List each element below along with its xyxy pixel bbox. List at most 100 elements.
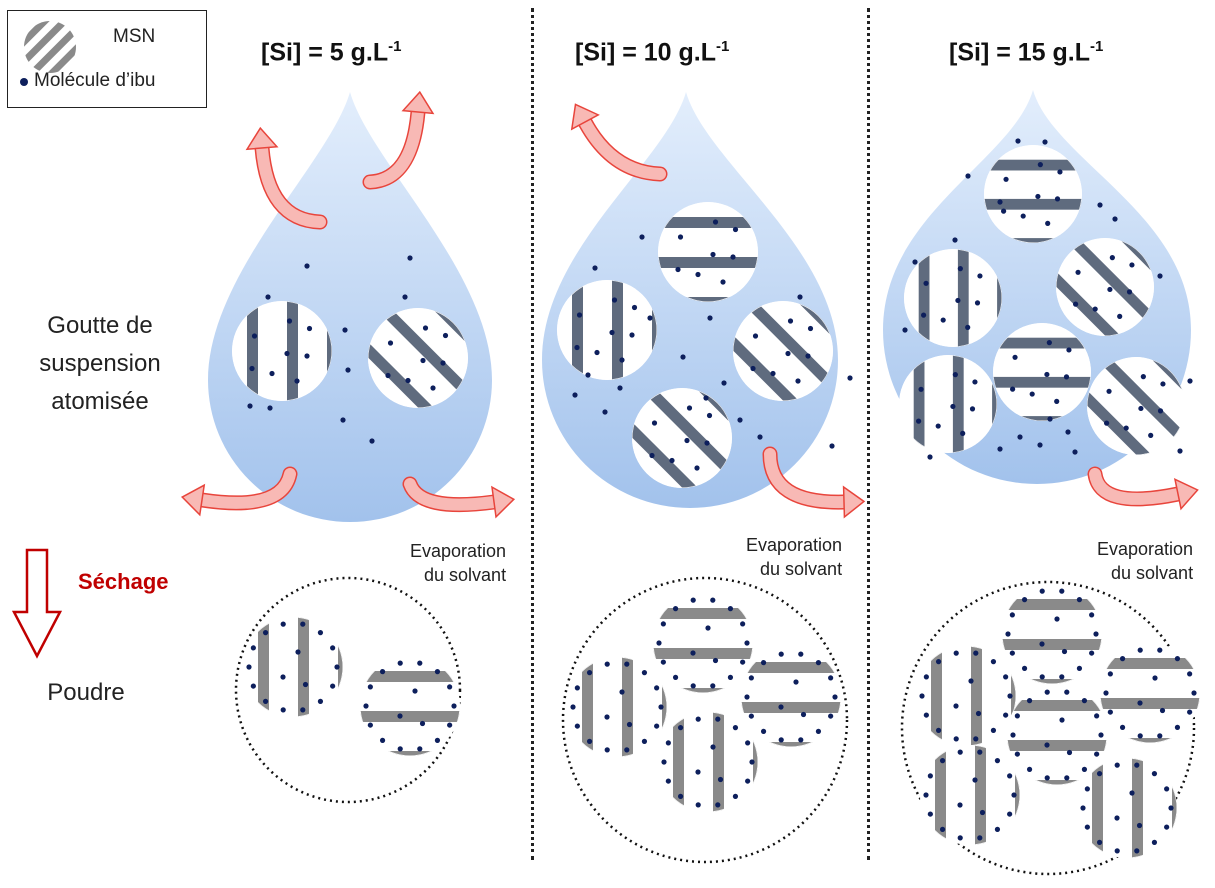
ibu-molecule <box>1010 386 1016 392</box>
ibu-molecule <box>997 199 1003 205</box>
msn-particle <box>632 388 732 488</box>
ibu-molecule <box>1096 839 1103 846</box>
ibu-molecule <box>1064 775 1070 781</box>
ibu-molecule <box>247 403 253 409</box>
ibu-molecule <box>1137 733 1143 739</box>
ibu-molecule <box>619 689 625 695</box>
ibu-molecule <box>968 678 974 684</box>
ibu-molecule <box>727 605 734 612</box>
ibu-molecule <box>1112 216 1118 222</box>
ibu-molecule <box>639 234 645 240</box>
ibu-molecule <box>1037 442 1043 448</box>
ibu-molecule <box>1109 255 1115 261</box>
ibu-molecule <box>1021 665 1028 672</box>
ibu-molecule <box>740 659 746 665</box>
ibu-molecule <box>732 724 739 731</box>
ibu-molecule <box>1103 690 1109 696</box>
ibu-molecule <box>950 403 956 410</box>
ibu-molecule <box>952 372 958 378</box>
column-title-15: [Si] = 15 g.L-1 <box>949 38 1104 67</box>
ibu-molecule <box>752 333 759 339</box>
ibu-molecule <box>1160 381 1166 387</box>
ibu-molecule <box>269 370 275 377</box>
ibu-molecule <box>1003 176 1009 182</box>
msn-particle <box>1056 238 1154 336</box>
ibu-molecule <box>576 312 583 318</box>
ibu-molecule <box>1138 405 1144 412</box>
ibu-molecule <box>1098 732 1104 738</box>
msn-particle <box>899 355 997 453</box>
ibu-molecule <box>977 749 983 755</box>
ibu-molecule <box>1114 848 1120 854</box>
ibu-molecule <box>749 759 755 765</box>
ibu-molecule <box>1003 712 1009 718</box>
ibu-molecule <box>1081 766 1088 773</box>
ibu-molecule <box>787 318 794 324</box>
ibu-molecule <box>1009 612 1015 618</box>
ibu-molecule <box>1073 301 1079 307</box>
ibu-molecule <box>690 683 696 689</box>
ibu-molecule <box>969 406 976 412</box>
powder-label: Poudre <box>47 679 125 706</box>
ibu-molecule <box>1054 398 1060 404</box>
ibu-molecule <box>990 658 997 665</box>
ibu-molecule <box>740 621 746 627</box>
ibu-molecule <box>669 457 675 464</box>
ibu-molecule <box>641 669 648 676</box>
ibu-molecule <box>990 727 997 734</box>
ibu-molecule <box>1076 665 1083 672</box>
ibu-molecule <box>770 370 776 377</box>
ibu-molecule <box>1044 689 1050 695</box>
ibu-molecule <box>712 657 719 664</box>
ibu-molecule <box>973 650 979 656</box>
ibu-molecule <box>1047 416 1053 422</box>
ibu-molecule <box>604 661 610 667</box>
ibu-molecule <box>712 219 719 225</box>
ibu-molecule <box>1046 340 1052 346</box>
ibu-molecule <box>710 251 716 258</box>
arrow-head <box>180 483 206 517</box>
ibu-molecule <box>1152 675 1158 681</box>
ibu-molecule <box>1007 773 1013 779</box>
ibu-molecule <box>1107 671 1113 677</box>
ibu-molecule <box>1026 766 1033 773</box>
ibu-molecule <box>935 423 941 429</box>
ibu-molecule <box>686 405 693 411</box>
ibu-molecule <box>1075 269 1081 275</box>
ibu-molecule <box>592 265 598 271</box>
ibu-molecule <box>672 605 679 612</box>
ibu-molecule <box>294 378 300 384</box>
ibu-molecule <box>732 793 739 800</box>
ibu-molecule <box>594 349 600 356</box>
ibu-molecule <box>720 279 726 285</box>
ibu-molecule <box>1066 347 1072 353</box>
ibu-molecule <box>715 716 721 722</box>
ibu-molecule <box>417 746 423 752</box>
ibu-molecule <box>304 353 310 359</box>
ibu-molecule <box>656 640 662 646</box>
ibu-molecule <box>1080 805 1086 811</box>
ibu-molecule <box>363 703 369 709</box>
ibu-molecule <box>585 372 591 378</box>
ibu-molecule <box>367 684 373 690</box>
ibu-molecule <box>451 703 457 709</box>
ibu-molecule <box>695 802 701 808</box>
ibu-molecule <box>916 418 922 424</box>
msn-particle <box>741 647 841 747</box>
ibu-molecule <box>1094 713 1100 719</box>
ibu-molecule <box>417 660 423 666</box>
ibu-molecule <box>829 443 835 449</box>
ibu-molecule <box>647 315 653 321</box>
msn-particle <box>916 646 1016 746</box>
ibu-molecule <box>1001 208 1007 214</box>
legend-msn-label: MSN <box>113 26 156 47</box>
msn-particle <box>904 249 1002 347</box>
ibu-molecule <box>658 704 664 710</box>
ibu-molecule <box>745 778 751 784</box>
ibu-molecule <box>832 694 838 700</box>
ibu-molecule <box>957 835 963 841</box>
ibu-molecule <box>1057 169 1063 175</box>
ibu-molecule <box>1174 655 1181 662</box>
